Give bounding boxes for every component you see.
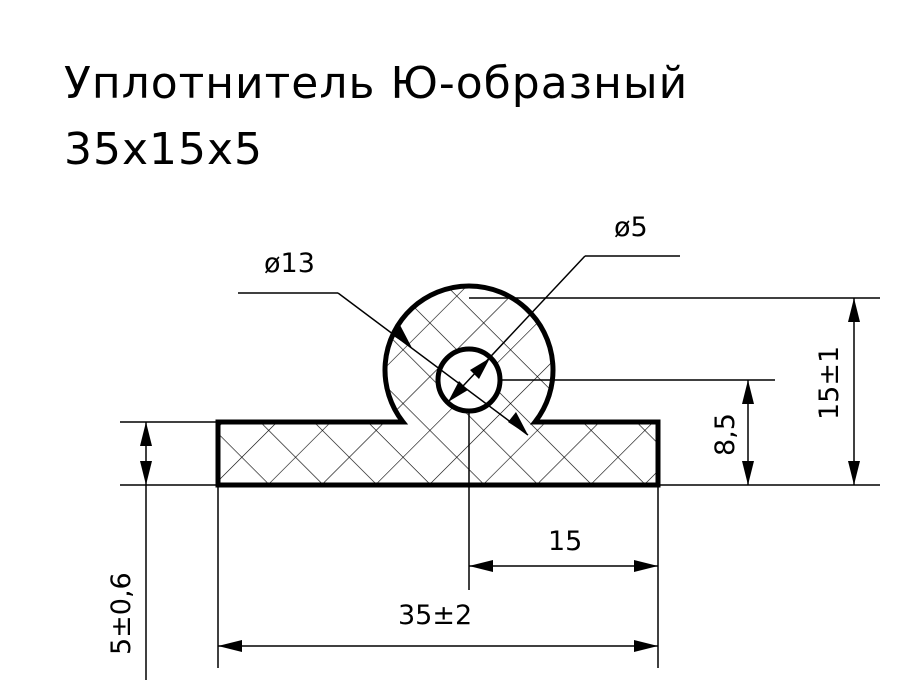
seal-profile [215,283,661,488]
dim-inner-diameter-label: ø5 [614,212,648,243]
dim-center-offset-label: 15 [548,526,582,557]
dim-center-height: 8,5 [710,380,754,485]
dim-center-height-label: 8,5 [710,413,741,456]
dim-total-height-label: 15±1 [814,346,845,420]
dim-outer-diameter: ø13 [238,248,529,436]
dim-outer-diameter-label: ø13 [264,248,315,279]
dim-total-width-label: 35±2 [398,600,472,631]
extension-lines [120,297,880,680]
dim-total-height: 15±1 [814,298,860,485]
dim-center-offset: 15 [469,526,658,572]
drawing-title: Уплотнитель Ю-образный [64,58,689,109]
drawing-subtitle: 35x15x5 [64,124,264,175]
dim-base-thickness-label: 5±0,6 [106,572,137,655]
dim-total-width: 35±2 [218,600,658,652]
dim-base-thickness: 5±0,6 [106,422,152,655]
dim-inner-diameter: ø5 [447,212,680,403]
profile-outline [215,283,661,488]
